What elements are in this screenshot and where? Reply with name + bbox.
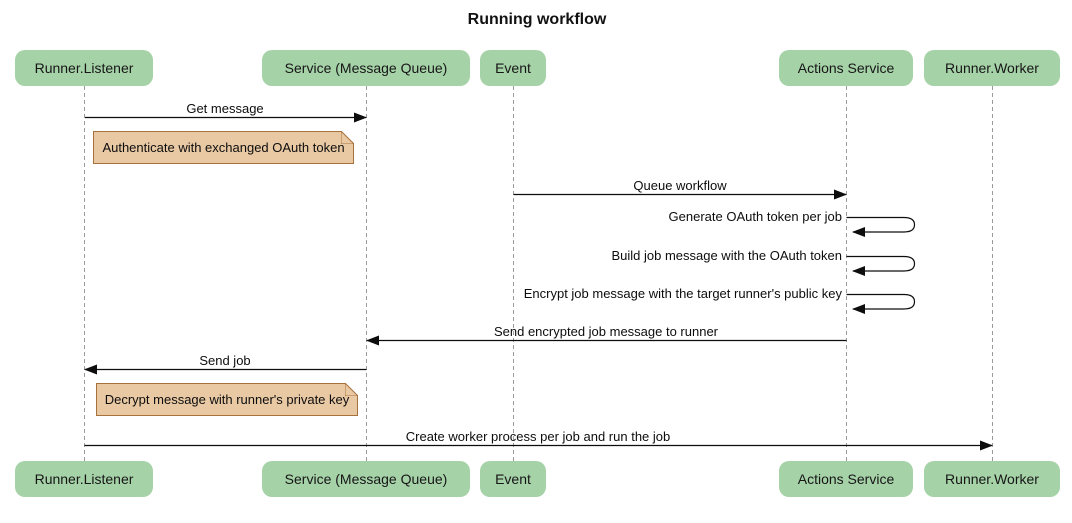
participant-label: Runner.Listener [34, 471, 134, 487]
participant-actions-service-bottom: Actions Service [779, 461, 913, 497]
message-arrows [84, 112, 993, 451]
participant-event-top: Event [480, 50, 546, 86]
message-label-build-job-message: Build job message with the OAuth token [611, 248, 842, 263]
arrow-self-build-job-message [846, 255, 916, 276]
participant-label: Actions Service [797, 60, 895, 76]
participant-runner-listener-top: Runner.Listener [15, 50, 153, 86]
participant-actions-service-top: Actions Service [779, 50, 913, 86]
message-label-generate-oauth-token: Generate OAuth token per job [668, 209, 842, 224]
participant-runner-worker-top: Runner.Worker [924, 50, 1060, 86]
message-label-get-message: Get message [186, 101, 264, 116]
participant-label: Event [495, 60, 531, 76]
note-decrypt-private-key: Decrypt message with runner's private ke… [96, 383, 358, 416]
note-authenticate-oauth: Authenticate with exchanged OAuth token [93, 131, 354, 164]
participant-event-bottom: Event [480, 461, 546, 497]
participant-runner-worker-bottom: Runner.Worker [924, 461, 1060, 497]
participant-label: Actions Service [797, 471, 895, 487]
message-label-send-job: Send job [199, 353, 251, 368]
message-label-queue-workflow: Queue workflow [633, 178, 727, 193]
note-fold-icon [341, 131, 354, 144]
diagram-title: Running workflow [467, 11, 607, 28]
participant-runner-listener-bottom: Runner.Listener [15, 461, 153, 497]
participant-label: Service (Message Queue) [284, 471, 448, 487]
participant-label: Event [495, 471, 531, 487]
participant-label: Runner.Worker [945, 60, 1039, 76]
note-text: Decrypt message with runner's private ke… [104, 392, 350, 407]
participant-label: Service (Message Queue) [284, 60, 448, 76]
message-label-send-encrypted-job-message: Send encrypted job message to runner [493, 324, 719, 339]
note-text: Authenticate with exchanged OAuth token [102, 140, 345, 155]
participant-label: Runner.Worker [945, 471, 1039, 487]
participant-service-message-queue-top: Service (Message Queue) [262, 50, 470, 86]
message-label-encrypt-job-message: Encrypt job message with the target runn… [523, 286, 842, 301]
arrow-self-generate-oauth-token [846, 216, 916, 237]
participant-service-message-queue-bottom: Service (Message Queue) [262, 461, 470, 497]
participant-label: Runner.Listener [34, 60, 134, 76]
message-label-create-worker-process: Create worker process per job and run th… [405, 429, 671, 444]
note-fold-icon [345, 383, 358, 396]
arrow-self-encrypt-job-message [846, 293, 916, 314]
